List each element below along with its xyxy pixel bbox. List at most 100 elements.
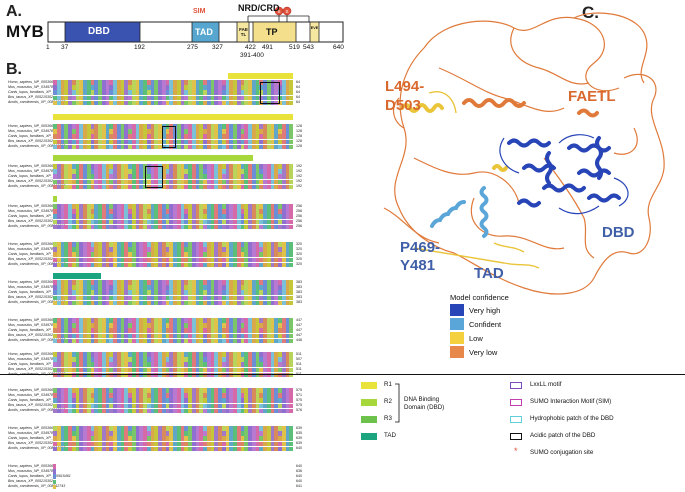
residue-cell xyxy=(135,352,140,357)
residue-cell xyxy=(86,242,91,247)
residue-cell xyxy=(169,338,173,344)
residue-cell xyxy=(101,174,106,179)
residue-cell xyxy=(165,134,170,139)
residue-cell xyxy=(251,388,256,393)
residue-cell xyxy=(214,252,218,257)
residue-cell xyxy=(255,204,260,209)
residue-cell xyxy=(165,164,170,169)
residue-cell xyxy=(259,436,263,441)
residue-cell xyxy=(180,100,185,106)
residue-cell xyxy=(165,90,170,95)
residue-cell xyxy=(244,441,248,447)
residue-cell xyxy=(263,408,267,414)
residue-cell xyxy=(188,367,192,373)
residue-cell xyxy=(270,129,275,134)
residue-cell xyxy=(251,85,256,90)
residue-cell xyxy=(161,295,166,301)
residue-cell xyxy=(274,214,278,219)
residue-cell xyxy=(158,144,162,150)
residue-cell xyxy=(94,85,98,90)
residue-cell xyxy=(233,393,237,398)
residue-cell xyxy=(94,436,98,441)
residue-cell xyxy=(274,174,278,179)
residue-cell xyxy=(285,80,290,85)
residue-cell xyxy=(165,436,170,441)
residue-cell xyxy=(214,426,218,431)
residue-cell xyxy=(146,436,151,441)
residue-cell xyxy=(109,328,113,333)
residue-cell xyxy=(75,328,80,333)
residue-cell xyxy=(263,219,267,225)
residue-cell xyxy=(251,252,256,257)
residue-cell xyxy=(188,285,192,290)
residue-cell xyxy=(120,169,125,174)
residue-cell xyxy=(229,262,233,268)
residue-cell xyxy=(56,441,61,447)
residue-cell xyxy=(146,393,151,398)
very-high-swatch xyxy=(450,304,464,316)
residue-cell xyxy=(64,436,68,441)
residue-cell xyxy=(116,219,121,225)
residue-cell xyxy=(191,242,196,247)
residue-cell xyxy=(289,403,293,409)
residue-cell xyxy=(221,408,226,414)
residue-cell xyxy=(173,372,177,378)
residue-cell xyxy=(79,134,83,139)
residue-cell xyxy=(71,318,76,323)
residue-cell xyxy=(184,431,188,436)
tad-helix xyxy=(430,186,489,238)
residue-cell xyxy=(281,252,286,257)
residue-cell xyxy=(281,393,286,398)
residue-cell xyxy=(229,323,233,328)
residue-cell xyxy=(203,403,207,409)
domain-bar xyxy=(53,196,57,202)
r1-swatch xyxy=(361,382,377,389)
residue-cell xyxy=(274,134,278,139)
position-number: 128 xyxy=(296,123,302,128)
residue-cell xyxy=(154,372,158,378)
residue-cell xyxy=(203,393,207,398)
residue-cell xyxy=(214,408,218,414)
residue-cell xyxy=(60,393,65,398)
residue-cell xyxy=(53,479,56,485)
alignment-row xyxy=(53,352,293,357)
position-number: 192 xyxy=(296,179,302,184)
residue-cell xyxy=(128,184,132,190)
residue-cell xyxy=(225,285,230,290)
residue-cell xyxy=(259,95,263,101)
residue-cell xyxy=(188,124,192,129)
residue-cell xyxy=(158,242,162,247)
residue-cell xyxy=(236,204,241,209)
residue-cell xyxy=(266,257,271,263)
residue-cell xyxy=(278,441,282,447)
residue-cell xyxy=(240,367,245,373)
residue-cell xyxy=(206,174,211,179)
residue-cell xyxy=(128,367,132,373)
residue-cell xyxy=(135,426,140,431)
residue-cell xyxy=(221,323,226,328)
residue-cell xyxy=(195,204,200,209)
residue-cell xyxy=(184,446,188,452)
species-name: Anolis_carolinensis_XP_008112743 xyxy=(8,484,66,489)
residue-cell xyxy=(188,95,192,101)
residue-cell xyxy=(289,328,293,333)
residue-cell xyxy=(248,408,252,414)
residue-cell xyxy=(161,224,166,230)
residue-cell xyxy=(105,184,110,190)
residue-cell xyxy=(109,262,113,268)
residue-cell xyxy=(191,441,196,447)
panel-c-letter: C. xyxy=(582,3,599,22)
residue-cell xyxy=(83,333,87,339)
residue-cell xyxy=(229,362,233,367)
residue-cell xyxy=(113,323,117,328)
residue-cell xyxy=(113,446,117,452)
residue-cell xyxy=(281,179,286,185)
residue-cell xyxy=(90,398,95,403)
residue-cell xyxy=(116,209,121,214)
residue-cell xyxy=(86,144,91,150)
residue-cell xyxy=(158,408,162,414)
residue-cell xyxy=(259,426,263,431)
residue-cell xyxy=(116,357,121,362)
residue-cell xyxy=(274,164,278,169)
residue-cell xyxy=(86,90,91,95)
